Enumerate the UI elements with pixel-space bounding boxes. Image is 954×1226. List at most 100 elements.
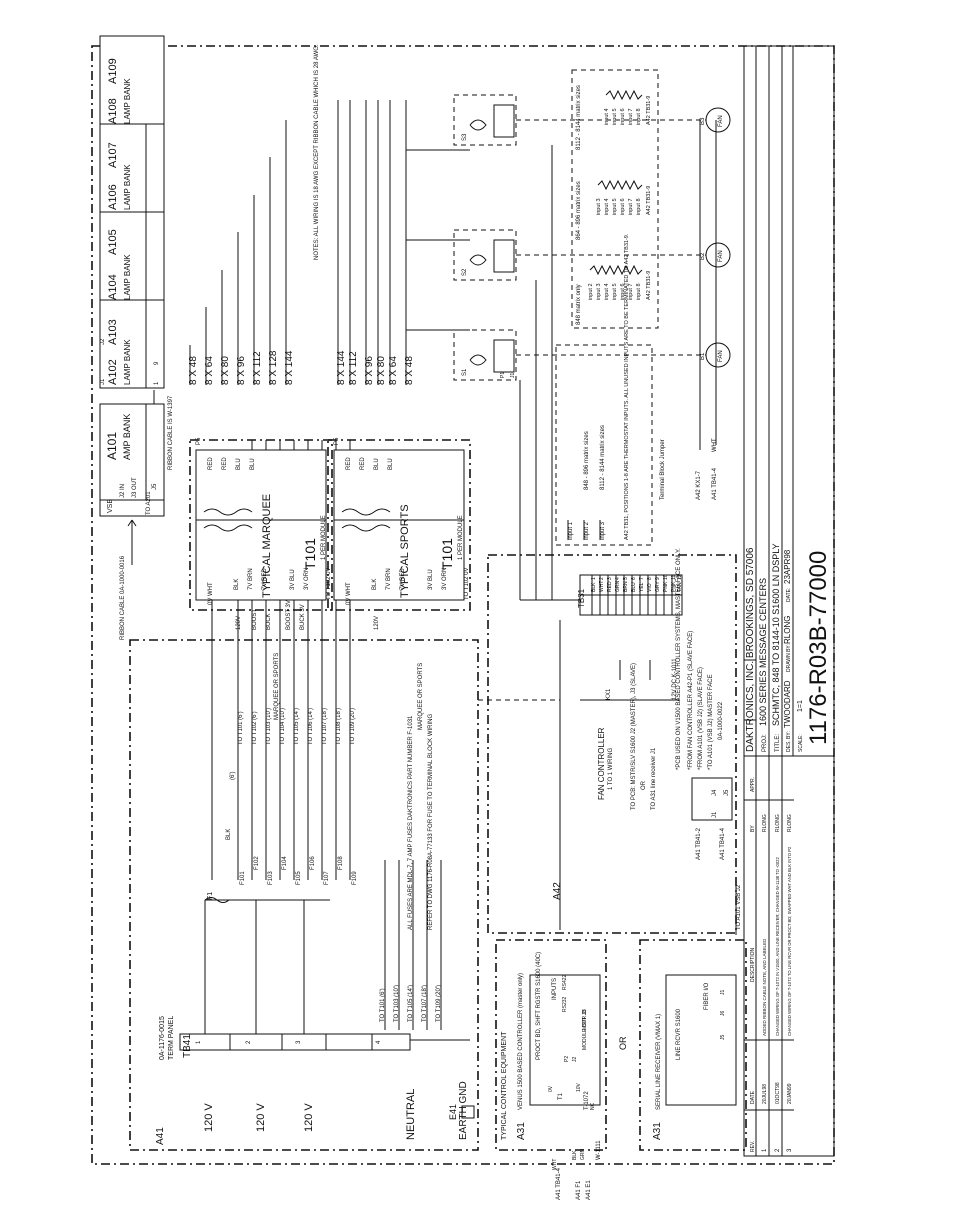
tb31-label: TB31 (577, 588, 586, 608)
fuse-f101: F101 (240, 871, 246, 885)
pcb-note-2: *FROM FAN CONTROLLER A42-P1 (SLAVE FACE) (688, 631, 694, 770)
marquee-out-896: 8 X 96 (236, 356, 247, 385)
marquee-out-8144: 8 X 144 (284, 350, 295, 385)
drawing-title: SCHMTC, 848 TO 8144-10 S1600 LN DSPLY (771, 543, 781, 726)
fan-controller-name: FAN CONTROLLER (597, 727, 606, 800)
thermo-col2-title: 864 - 896 matrix sizes (576, 181, 582, 240)
marquee-out-880: 8 X 80 (220, 356, 231, 385)
amp-bank-a101: VSB J2 IN J3 OUT A101 AMP BANK J5 RIBBON… (99, 390, 174, 640)
line-receiver-j5: J5 (720, 1035, 726, 1041)
controller-a31-wht: WHT (552, 1159, 558, 1170)
fan-j4: J4 (712, 789, 718, 796)
controller-a31-0v: 0V (548, 1085, 554, 1092)
tb31-n1: 1 (591, 577, 597, 580)
inputs-note-box: input 1 input 2 input 3 848 - 896 matrix… (555, 233, 653, 546)
lamp-bank-a107: A107 (107, 142, 119, 168)
earth-gnd-label: EARTH GND (458, 1081, 469, 1140)
rev-header-appr: APPR. (750, 777, 756, 792)
marquee-out-8128: 8 X 128 (268, 350, 279, 385)
controller-a31-j2: J2 (572, 1057, 578, 1063)
tb31-row6: BLU (631, 582, 637, 592)
sports-wire-blk: BLK (372, 579, 378, 590)
voltage-2: 120 V (255, 1103, 267, 1132)
vsb-label: VSB (107, 499, 114, 513)
controller-a31-name: VENUS 1500 BASED CONTROLLER (master only… (518, 973, 524, 1110)
fan-b2: B2 (700, 252, 706, 260)
transformer-marquee-name: TYPICAL MARQUEE (261, 494, 273, 598)
amp-j5: J5 (152, 483, 158, 490)
tb31-row7: YEL (639, 582, 645, 592)
sports-out-896: 8 X 96 (364, 356, 375, 385)
tb41-4w: A41 TB41-4 (712, 467, 718, 500)
marquee-or-sports-1: MARQUEE OR SPORTS (274, 653, 280, 720)
output-t103: TO T103 (10') (266, 708, 272, 745)
rev-header-date: DATE (750, 1090, 756, 1104)
tb31-n11: 11 (671, 575, 677, 580)
output-t108: TO T108 (18') (336, 708, 342, 745)
voltage-3: 120 V (303, 1103, 315, 1132)
controller-a31-master: MSTR J3 (582, 1009, 588, 1030)
output-t109: TO T109 (20') (350, 708, 356, 745)
fan-controller-id: A42 (552, 882, 563, 900)
rev-1-number: 1 (762, 1148, 768, 1152)
controller-a31-10v: 10V (576, 1082, 582, 1092)
sports-wire-brn: 7V BRN (386, 568, 392, 590)
marquee-out-red-2: RED (222, 457, 228, 470)
switch-s1: S1 (462, 368, 468, 376)
lamp-bank-pin1: 1 (154, 381, 160, 385)
marquee-120v: 120V (236, 616, 242, 630)
tb31-row8: VIO (647, 583, 653, 592)
lamp-bank-labels: A102 LAMP BANK A103 A104 LAMP BANK A105 … (100, 58, 160, 385)
marquee-out-red-1: RED (208, 457, 214, 470)
thermo-col2-input5: input 5 (612, 198, 618, 215)
neutral-out-5: TO T109 (20') (436, 985, 442, 1022)
transformer-sports: TYPICAL SPORTS T101 1 PER MODULE P5 0V W… (327, 350, 471, 630)
sports-out-8144: 8 X 144 (336, 350, 347, 385)
size-range-2: 8112 - 8144 matrix sizes (600, 425, 606, 490)
j2-in-label: J2 IN (120, 484, 126, 498)
fuse-f1: F1 (207, 892, 214, 900)
line-receiver-board: LINE RCVR S1600 (676, 1008, 682, 1060)
fuse-f102: F102 (254, 856, 260, 870)
sports-wire-blu: 3V BLU (428, 569, 434, 590)
controller-a31-f1: A41 F1 (576, 1180, 582, 1200)
fan-b3: B3 (700, 117, 706, 125)
thermo-col3-title: 8112 - 8144 matrix sizes (576, 85, 582, 150)
sports-out-red-1: RED (346, 457, 352, 470)
tb31-row3: RED (607, 581, 613, 592)
marquee-or-sports-2: MARQUEE OR SPORTS (418, 663, 424, 730)
controller-a31-rs232: RS232 (562, 996, 568, 1012)
to-pcb: TO PCB: MSTR/SLV S1600 J2 (MASTER), J3 (… (631, 663, 637, 810)
rev-header-by: BY (750, 825, 756, 832)
designed-by: TWOODARD (783, 680, 792, 728)
pcb-note-3: *FROM A101 (VSB J2) (SLAVE FACE) (698, 667, 704, 770)
neutral-label: NEUTRAL (405, 1089, 417, 1140)
wire-six: (6') (230, 772, 236, 780)
marquee-out-8112: 8 X 112 (252, 351, 263, 385)
rev-3-date: 20JAN99 (787, 1083, 793, 1104)
date-label: DATE: (786, 588, 792, 602)
line-receiver-fiber: FIBER I/O (704, 982, 710, 1010)
sports-to-t102: TO T102 0V (464, 568, 470, 600)
rev-2-by: RLONG (775, 814, 781, 832)
fan-j1: J1 (712, 811, 718, 818)
drawing-date: 23APR98 (783, 549, 792, 584)
marquee-wire-orn: 3V ORN (304, 568, 310, 590)
to-a31: TO A31 line receiver J1 (651, 747, 657, 810)
lamp-bank-a102: A102 (107, 359, 119, 385)
output-t101: TO T101 (6') (238, 711, 244, 745)
controller-a31-line-receiver: A31 SERIAL LINE RECEIVER (VMAX 1) LINE R… (639, 880, 747, 1151)
thermo-col1-input8: input 8 (636, 283, 642, 300)
controller-a31-blk: BLK (572, 1150, 578, 1160)
thermo-col2-input8: input 8 (636, 198, 642, 215)
thermo-col3-input4: input 4 (604, 108, 610, 125)
ribbon-cable-label: RIBBON CABLE 0A-1000-0016 (120, 555, 126, 640)
fan-b1-label: FAN (718, 350, 724, 362)
misc-wires (478, 145, 680, 930)
transformer-sports-name: TYPICAL SPORTS (399, 504, 411, 598)
output-t102: TO T102 (6') (252, 711, 258, 745)
marquee-wire-brn: 7V BRN (248, 568, 254, 590)
fuse-f104: F104 (282, 856, 288, 870)
fan-j5: J5 (724, 789, 730, 796)
